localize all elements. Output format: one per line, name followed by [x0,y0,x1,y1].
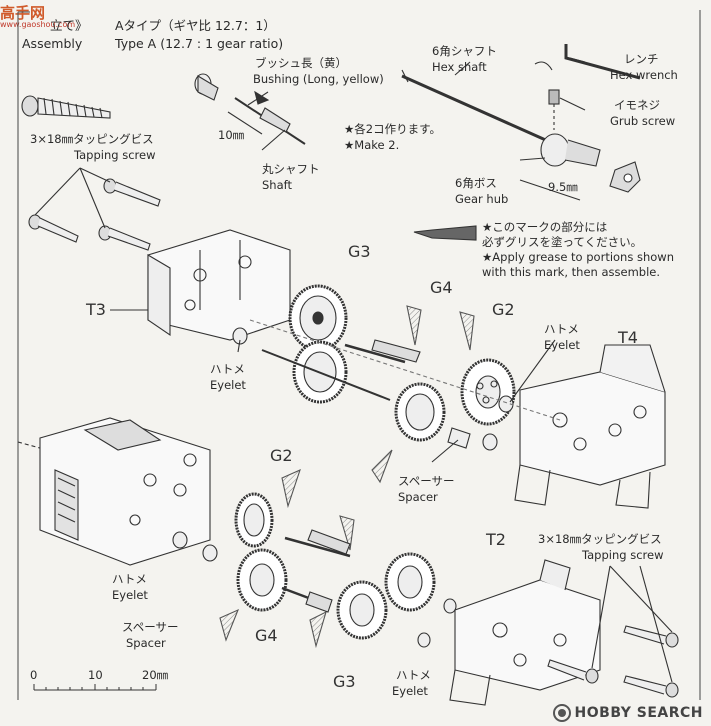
tapping-screw-label-jp-2: 3×18㎜タッピングビス [538,532,662,546]
eyelet-label-en-2: Eyelet [210,378,246,392]
gear-g4-top [394,382,446,442]
bushing-label-jp: ブッシュ長（黄） [255,56,347,70]
hobby-search-watermark: HOBBY SEARCH [552,704,703,722]
wrench-label-jp: レンチ [624,52,659,66]
tapping-screw-top [21,95,111,119]
part-code-t3: T3 [86,300,106,319]
grub-screw-label-jp: イモネジ [614,98,660,112]
scale-tick-20: 20㎜ [142,668,169,682]
gear-g2-bottom [234,492,274,548]
part-code-g3-bottom: G3 [333,672,356,691]
eyelet-label-en-3: Eyelet [112,588,148,602]
part-code-g4-top: G4 [430,278,453,297]
section-title-en: Assembly [22,36,83,51]
grease-note-en-2: with this mark, then assemble. [482,265,660,279]
watermark-logo: 高手网 [0,4,46,22]
type-title-jp: Aタイプ（ギヤ比 12.7：1） [115,18,276,33]
watermark-url: www.gaoshou.com [0,20,76,29]
eyelet-label-en-4: Eyelet [392,684,428,698]
make-two-jp: ★各2コ作ります。 [344,122,441,136]
gear-g4-bottom [236,548,288,612]
tapping-screw-label-jp: 3×18㎜タッピングビス [30,132,154,146]
part-code-g2-top: G2 [492,300,515,319]
grease-note-jp-1: ★このマークの部分には [482,220,608,234]
eyelet-label-jp-3: ハトメ [112,572,147,586]
dimension-9-5mm: 9.5㎜ [548,180,578,194]
spacer-label-jp-2: スペーサー [122,620,179,634]
tapping-screw-label-en: Tapping screw [74,148,156,162]
part-code-g4-bottom: G4 [255,626,278,645]
bushing-label-en: Bushing (Long, yellow) [253,72,384,86]
gear-g3-top [288,284,348,352]
hex-shaft-label-jp: 6角シャフト [432,44,497,58]
part-code-t4: T4 [618,328,638,347]
gear-g3-lower [261,340,391,404]
spacer-label-en-2: Spacer [126,636,166,650]
part-code-g3-top: G3 [348,242,371,261]
type-title-en: Type A (12.7 : 1 gear ratio) [115,36,284,51]
eyelet-label-jp-2: ハトメ [210,362,245,376]
grease-note-jp-2: 必ずグリスを塗ってください。 [482,235,643,249]
make-two-en: ★Make 2. [344,138,400,152]
gear-g2-top [460,358,516,426]
eyelet-label-jp-1: ハトメ [544,322,579,336]
shaft-label-jp: 丸シャフト [262,162,320,176]
eyelet-label-en-1: Eyelet [544,338,580,352]
tapping-screw-label-en-2: Tapping screw [582,548,664,562]
grub-screw-label-en: Grub screw [610,114,676,128]
gearbox-assembled-left [39,417,211,566]
gearbox-half-t4 [514,344,666,509]
gearbox-half-t2 [449,559,601,706]
tapping-screws-left [28,167,161,251]
eyelet-label-jp-4: ハトメ [396,668,431,682]
hex-shaft-label-en: Hex shaft [432,60,487,74]
gear-hub-label-jp: 6角ボス [455,176,497,190]
wrench-label-en: Hex wrench [610,68,678,82]
dimension-10mm: 10㎜ [218,128,245,142]
grease-note-en-1: ★Apply grease to portions shown [482,250,675,264]
section-title-jp: 立て》 [50,18,88,33]
part-code-g2-bottom: G2 [270,446,293,465]
part-code-t2: T2 [486,530,506,549]
hobby-search-text: HOBBY SEARCH [574,705,703,721]
gear-hub-label-en: Gear hub [455,192,509,206]
gearbox-half-t3 [110,229,291,341]
spacer-label-jp-1: スペーサー [398,474,455,488]
scale-tick-10: 10 [88,668,103,682]
gear-g3-bottom [336,552,436,640]
hobby-search-logo-icon [552,704,571,722]
spacer-label-en-1: Spacer [398,490,438,504]
scale-tick-0: 0 [30,668,38,682]
shaft-label-en: Shaft [262,178,292,192]
